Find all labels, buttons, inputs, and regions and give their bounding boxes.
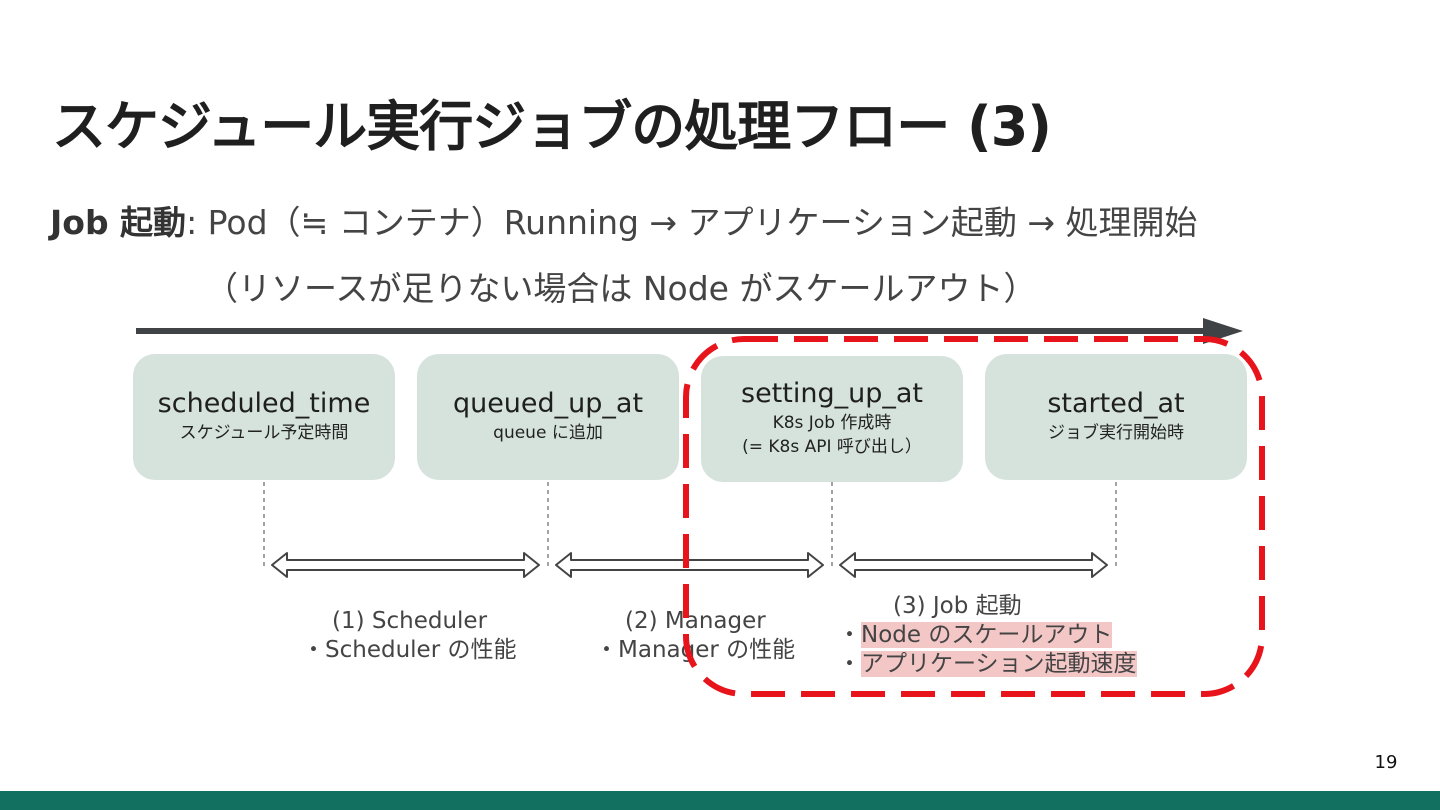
highlighted-text: アプリケーション起動速度	[861, 651, 1137, 677]
phase-2-item: ・Manager の性能	[595, 637, 796, 663]
duration-arrow-2	[555, 552, 824, 578]
phase-3-title: (3) Job 起動	[893, 593, 1022, 619]
phase-2-title: (2) Manager	[625, 608, 766, 634]
box-title: scheduled_time	[157, 388, 371, 420]
footer-bar	[0, 791, 1440, 810]
phase-1-item: ・Scheduler の性能	[302, 637, 517, 663]
page-number: 19	[1374, 752, 1398, 773]
timestamp-box-setting-up-at: setting_up_at K8s Job 作成時 (= K8s API 呼び出…	[701, 356, 963, 482]
box-title: queued_up_at	[452, 388, 644, 420]
box-description: K8s Job 作成時	[772, 412, 892, 433]
timestamp-box-started-at: started_at ジョブ実行開始時	[985, 354, 1247, 480]
duration-arrow-1	[271, 552, 540, 578]
highlight-frame	[683, 336, 1265, 697]
phase-3-item-2: ・アプリケーション起動速度	[838, 650, 1137, 679]
phase-3-item-1: ・Node のスケールアウト	[838, 621, 1113, 650]
timestamp-box-scheduled-time: scheduled_time スケジュール予定時間	[133, 354, 395, 480]
highlighted-text: Node のスケールアウト	[861, 622, 1113, 648]
subtitle-rest: : Pod（≒ コンテナ）Running → アプリケーション起動 → 処理開始	[186, 203, 1198, 242]
box-title: started_at	[1047, 388, 1185, 420]
subtitle-line-1: Job 起動: Pod（≒ コンテナ）Running → アプリケーション起動 …	[50, 196, 1198, 244]
box-description: スケジュール予定時間	[179, 422, 349, 443]
subtitle-bold: Job 起動	[50, 203, 187, 242]
bullet: ・	[838, 651, 861, 677]
box-description-2: (= K8s API 呼び出し）	[742, 437, 922, 458]
slide-title: スケジュール実行ジョブの処理フロー (3)	[52, 95, 1052, 158]
timestamp-box-queued-up-at: queued_up_at queue に追加	[417, 354, 679, 480]
box-description: queue に追加	[493, 422, 603, 443]
phase-1-title: (1) Scheduler	[332, 608, 488, 634]
box-description: ジョブ実行開始時	[1048, 422, 1184, 443]
duration-arrow-3	[839, 552, 1108, 578]
subtitle-line-2: （リソースが足りない場合は Node がスケールアウト）	[205, 269, 1037, 308]
box-title: setting_up_at	[741, 378, 923, 410]
bullet: ・	[838, 622, 861, 648]
